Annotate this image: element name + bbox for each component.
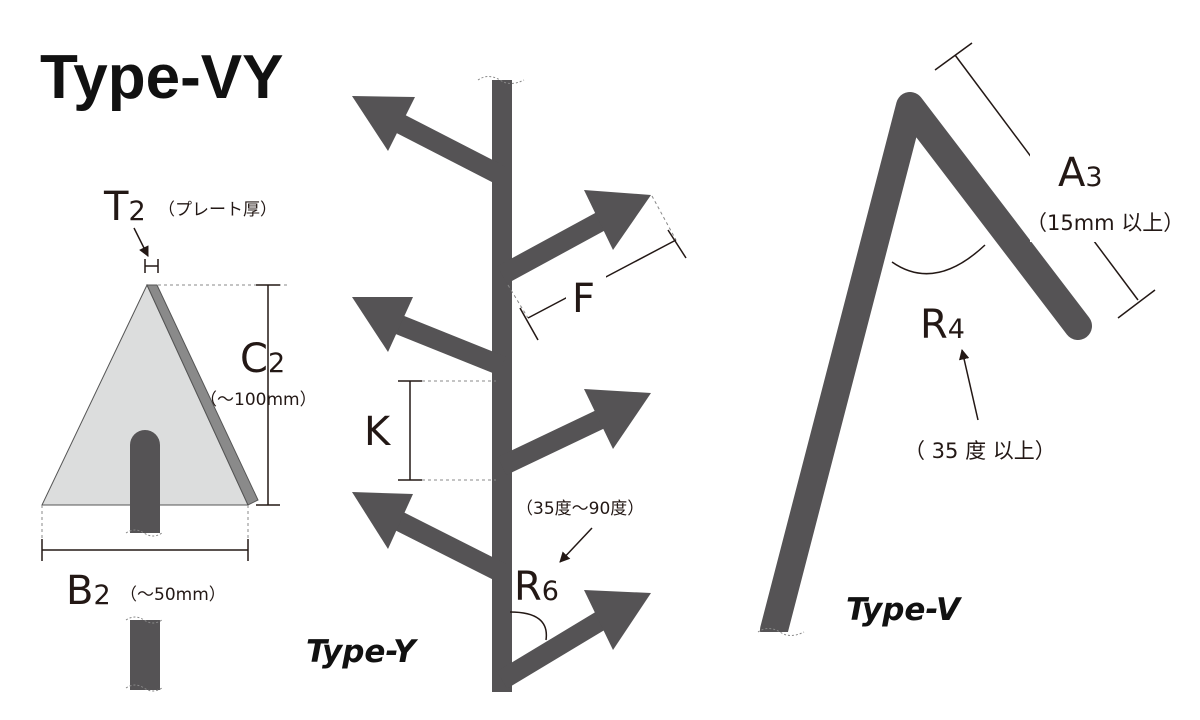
type-v-rod-break-mark: [757, 628, 805, 636]
plate-lower-stem: [130, 620, 160, 690]
f-label-bg: [566, 272, 606, 316]
r6-angle-note: （35度～90度）: [516, 499, 644, 519]
type-y-main-rod: [492, 80, 512, 692]
b-label: B2: [66, 568, 111, 614]
t-label: T2: [103, 184, 146, 230]
a-label: A3: [1058, 150, 1103, 196]
plate-rod: [130, 430, 160, 533]
c-note: （～100mm）: [200, 390, 317, 410]
type-v-caption: Type-V: [846, 592, 963, 628]
plate-stem-break-mark: [125, 616, 163, 624]
k-label: K: [364, 409, 392, 455]
branch-left-2-arrowhead: [352, 297, 413, 352]
f-dim-tick-start: [519, 307, 539, 341]
plate-rod-break-mark: [125, 529, 163, 537]
type-v-rod: [760, 92, 1092, 644]
f-dim-tick-end: [667, 229, 687, 259]
branch-right-1-arrowhead: [584, 190, 651, 250]
t-pointer-arrow: [133, 227, 149, 257]
page-title: Type-VY: [40, 43, 283, 112]
branch-left-1: [390, 112, 507, 185]
r4-angle-arc: [891, 244, 986, 275]
b-note: （～50mm）: [120, 585, 226, 605]
f-guide-end: [651, 195, 677, 241]
f-label: F: [572, 276, 595, 322]
r6-angle-arc: [509, 611, 548, 641]
branch-right-2-arrowhead: [584, 389, 651, 449]
type-v-diagram: A3 （15mm 以上） R4 （ 35 度 以上） Type-V: [740, 42, 1190, 662]
r4-pointer-arrow: [958, 348, 979, 421]
a-dim-tick-top: [934, 42, 973, 71]
f-guide-start: [507, 284, 529, 319]
triangle-plate-edge: [146, 284, 259, 506]
branch-left-2: [391, 313, 506, 376]
a-label-bg: [1030, 140, 1190, 242]
r4-label: R4: [920, 302, 965, 348]
a-dim-tick-bottom: [1117, 289, 1156, 319]
type-y-diagram: F K R6 （35度～90度） Type-Y: [306, 76, 687, 692]
plate-stem-break-mark-bottom: [125, 684, 163, 692]
type-y-branches: [352, 96, 651, 689]
branch-right-3-arrowhead: [584, 590, 651, 650]
plate-diagram: T2 （プレート厚） C2 （～100mm） B2 （～50mm）: [41, 184, 317, 692]
branch-right-1: [497, 210, 610, 284]
a-length-note: （15mm 以上）: [1026, 211, 1184, 235]
c-label: C2: [240, 336, 285, 382]
r6-pointer-arrow: [559, 527, 593, 563]
r4-angle-note: （ 35 度 以上）: [904, 439, 1056, 463]
branch-right-3: [496, 609, 611, 689]
r6-label: R6: [514, 564, 559, 610]
branch-left-3: [390, 510, 507, 582]
branch-right-2: [497, 407, 610, 476]
t-note: （プレート厚）: [158, 200, 277, 220]
type-v-rod-end-mask: [740, 632, 820, 662]
branch-left-1-arrowhead: [352, 96, 415, 151]
type-y-caption: Type-Y: [306, 634, 419, 670]
branch-left-3-arrowhead: [352, 492, 413, 549]
type-y-rod-break-mark: [477, 76, 525, 84]
